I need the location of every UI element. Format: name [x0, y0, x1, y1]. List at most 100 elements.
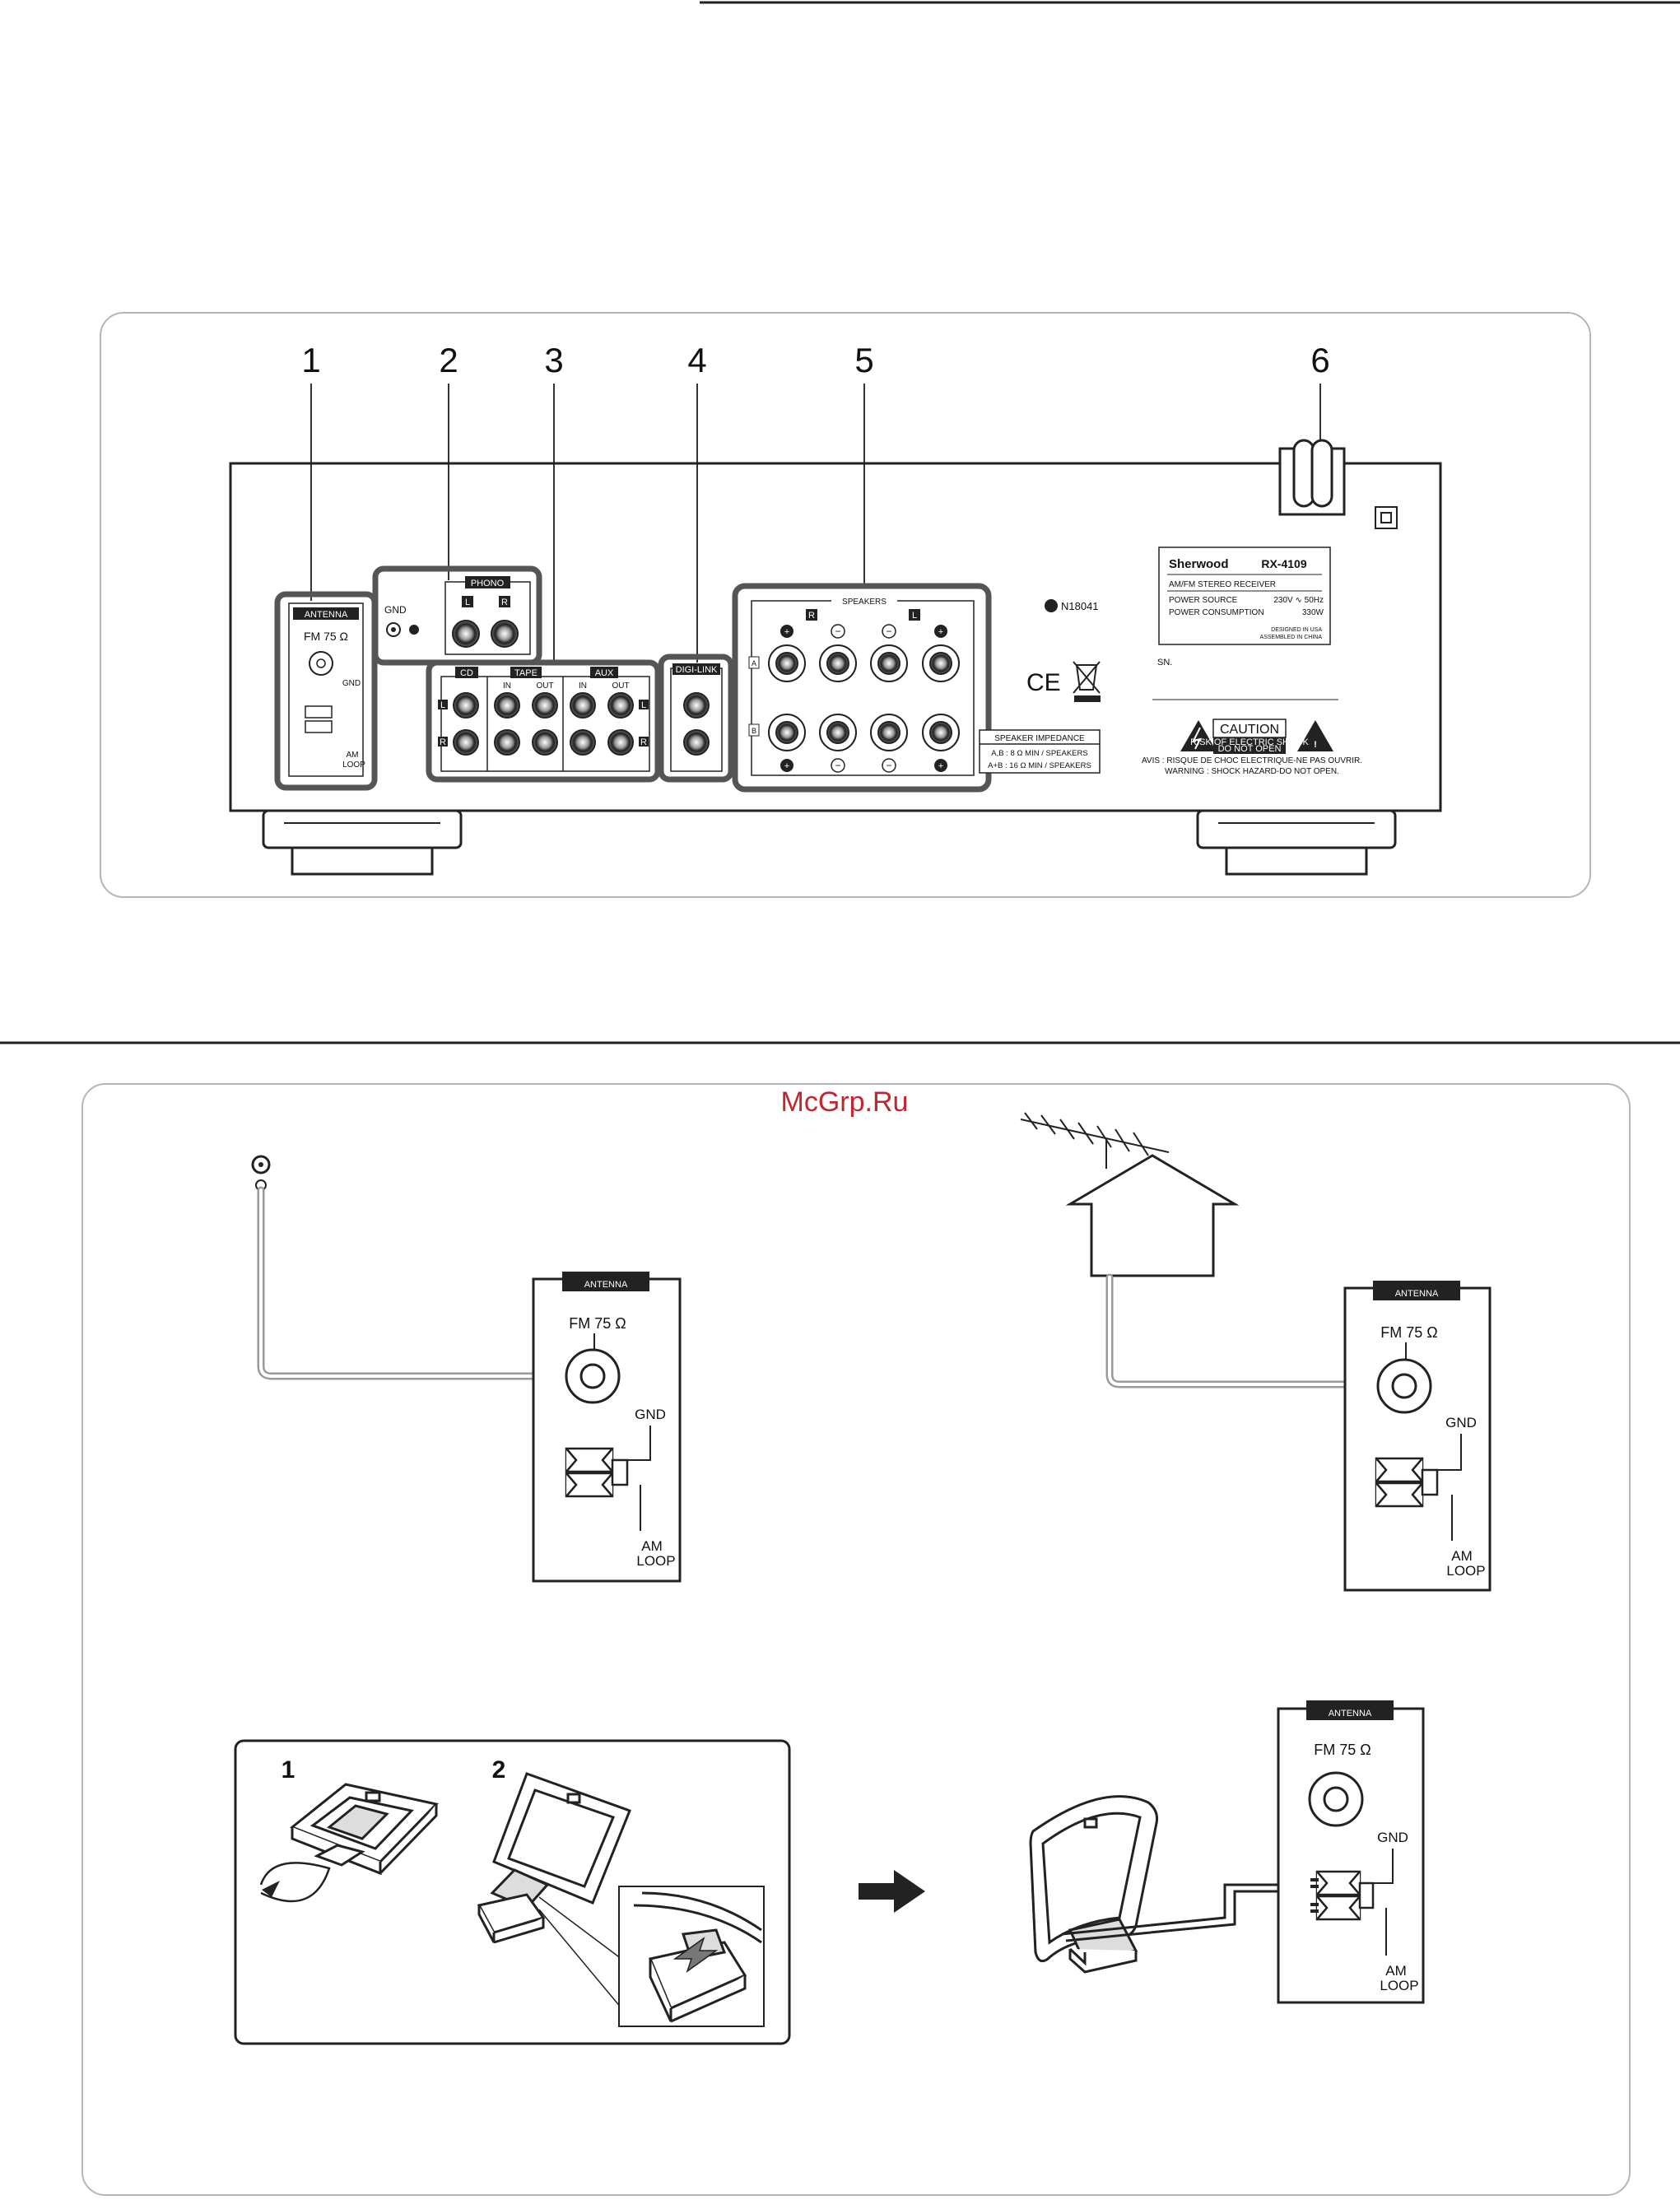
fm-indoor-gnd-label: GND [635, 1407, 666, 1422]
fm-label: FM 75 Ω [304, 630, 348, 643]
cd-r-tag: R [440, 737, 446, 747]
phono-r-tag: R [501, 598, 508, 607]
fm-indoor-am-label: AM [641, 1538, 663, 1554]
fm-indoor-header: ANTENNA [584, 1280, 628, 1290]
fm-outdoor-gnd-label: GND [1445, 1415, 1477, 1430]
cd-l-tag: L [440, 700, 445, 710]
power-cord [1278, 439, 1346, 516]
aux-r-tag: R [640, 737, 647, 747]
antenna-highlight [274, 591, 378, 791]
am-loop-header: ANTENNA [1329, 1709, 1372, 1719]
digilink-header: DIGI-LINK [676, 665, 718, 675]
fm-indoor-antenna-panel [532, 1277, 682, 1583]
gnd-label: GND [342, 679, 361, 688]
speakers-l-tag: L [912, 611, 917, 621]
power-consumption-value: 330W [1302, 608, 1324, 617]
am-loop-fm-label: FM 75 Ω [1314, 1742, 1371, 1758]
tape-header: TAPE [514, 668, 538, 678]
callout-4: 4 [687, 341, 706, 379]
loop-label: LOOP [342, 760, 365, 770]
callout-1: 1 [301, 341, 320, 379]
designed-label: DESIGNED IN USA [1271, 627, 1322, 633]
am-loop-am-label: AM [1385, 1963, 1407, 1979]
svg-text:−: − [886, 626, 891, 637]
svg-text:−: − [886, 760, 891, 771]
row-a-tag: A [752, 659, 756, 667]
callout-leaders [310, 384, 1321, 663]
svg-text:−: − [835, 626, 840, 637]
fm-outdoor-fm-label: FM 75 Ω [1380, 1324, 1437, 1341]
ce-mark: CE [1026, 669, 1061, 696]
speakers-highlight [732, 583, 992, 793]
caution-label: ! CAUTION RISK OF ELECTRIC SHOCK DO NOT … [1180, 719, 1333, 754]
aux-in-label: IN [579, 681, 587, 691]
svg-text:+: + [784, 627, 789, 637]
speakers-r-tag: R [808, 611, 815, 621]
phono-highlight [372, 565, 542, 666]
caution-sub-1: RISK OF ELECTRIC SHOCK [1190, 737, 1309, 747]
assembled-label: ASSEMBLED IN CHINA [1260, 635, 1323, 640]
class-ii-symbol [1375, 506, 1398, 529]
watermark: McGrp.Ru [781, 1086, 909, 1118]
am-loop-gnd-label: GND [1377, 1830, 1408, 1845]
inputs-highlight [426, 659, 661, 783]
fm-outdoor-header: ANTENNA [1395, 1289, 1439, 1299]
fm-outdoor-figure: ANTENNA FM 75 Ω GND AM LOOP [1020, 1112, 1492, 1592]
aux-out-label: OUT [612, 681, 629, 691]
speakers-header: SPEAKERS [842, 598, 887, 607]
weee-bin-icon [1073, 661, 1101, 702]
caution-title: CAUTION [1220, 723, 1279, 737]
fm-indoor-fm-label: FM 75 Ω [569, 1315, 626, 1332]
brand-label: Sherwood [1169, 557, 1229, 571]
am-loop-loop-label: LOOP [1380, 1978, 1418, 1993]
impedance-line-1: A,B : 8 Ω MIN / SPEAKERS [991, 749, 1087, 758]
phono-r-jack [491, 620, 519, 648]
rear-panel-figure: 1 2 3 4 5 6 [100, 312, 1591, 898]
power-source-value: 230V ∿ 50Hz [1273, 596, 1324, 605]
am-gnd-terminal [305, 705, 333, 719]
next-arrow-icon [859, 1870, 925, 1913]
phono-l-jack [452, 620, 480, 648]
aux-l-tag: L [641, 700, 646, 710]
am-loop-assembly-figure: 1 2 [234, 1739, 791, 2045]
fm-indoor-figure: ANTENNA FM 75 Ω GND AM LOOP [251, 1155, 682, 1583]
rca-jacks [453, 692, 634, 756]
caution-sub-2: DO NOT OPEN [1218, 744, 1282, 754]
callout-5: 5 [854, 341, 873, 379]
nameplate [1158, 547, 1331, 645]
digilink-highlight [658, 653, 734, 783]
power-consumption-label: POWER CONSUMPTION [1169, 608, 1264, 617]
svg-text:+: + [784, 761, 789, 771]
am-label: AM [347, 751, 359, 760]
aux-header: AUX [595, 668, 614, 678]
impedance-box [979, 729, 1101, 774]
svg-text:!: ! [1314, 740, 1317, 750]
step-2-label: 2 [492, 1756, 506, 1784]
callout-6: 6 [1310, 341, 1329, 379]
antenna-header: ANTENNA [305, 610, 348, 620]
c-tick-mark [1045, 599, 1058, 612]
speaker-polarity-marks: + − − + + − − + [780, 624, 947, 773]
speaker-terminals [768, 644, 960, 751]
impedance-line-2: A+B : 16 Ω MIN / SPEAKERS [988, 761, 1091, 770]
desc-label: AM/FM STEREO RECEIVER [1169, 580, 1276, 589]
fm-outdoor-loop-label: LOOP [1446, 1563, 1485, 1579]
row-b-tag: B [752, 727, 756, 735]
callout-2: 2 [439, 341, 458, 379]
tape-in-label: IN [503, 681, 511, 691]
am-loop-connection-figure: ANTENNA FM 75 Ω GND AM LOOP [1029, 1700, 1425, 2004]
fm-indoor-loop-label: LOOP [636, 1553, 675, 1569]
model-label: RX-4109 [1261, 557, 1306, 570]
phono-l-tag: L [465, 598, 470, 607]
yagi-antenna-icon [1020, 1112, 1170, 1169]
svg-text:+: + [938, 627, 943, 637]
am-loop-antenna-icon [1029, 1795, 1158, 1974]
fm-outdoor-antenna-panel [1343, 1286, 1492, 1592]
fm-jack [309, 651, 333, 676]
digilink-jack-2 [683, 729, 710, 756]
svg-text:+: + [938, 761, 943, 771]
impedance-header: SPEAKER IMPEDANCE [994, 734, 1085, 743]
callout-3: 3 [544, 341, 563, 379]
gnd-phono-label: GND [384, 604, 407, 616]
